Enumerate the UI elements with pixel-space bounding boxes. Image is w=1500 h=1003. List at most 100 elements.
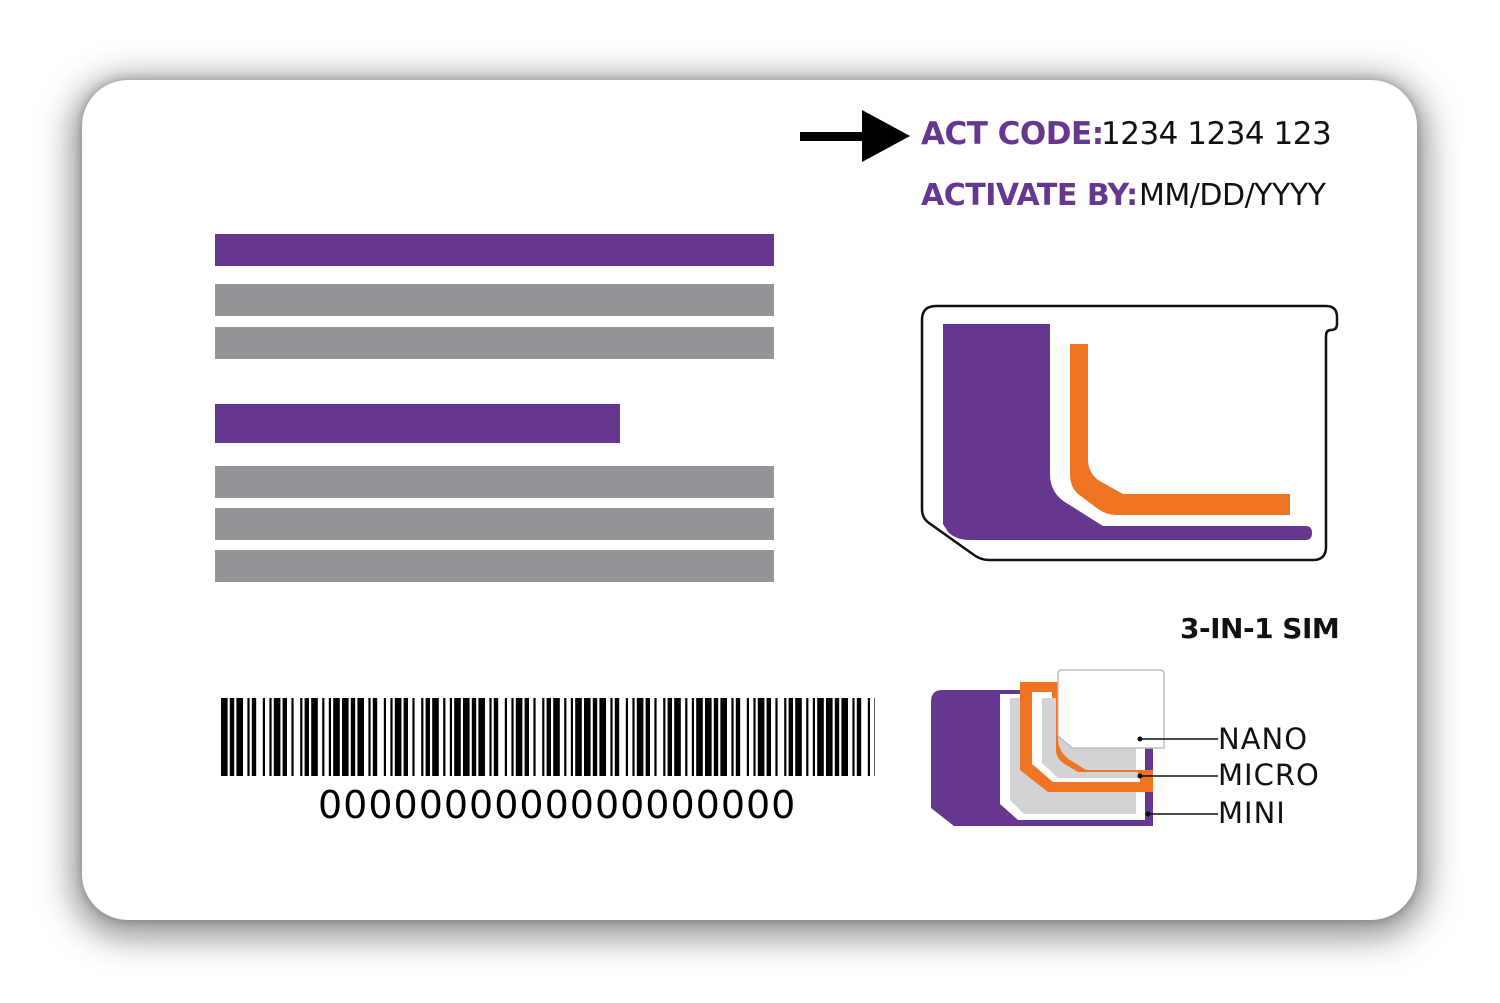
- barcode-stripe: [372, 698, 378, 776]
- sim-size-nano: NANO: [1218, 722, 1309, 756]
- barcode-stripe: [282, 698, 287, 776]
- barcode-stripe: [720, 698, 727, 776]
- barcode-stripe: [713, 698, 719, 776]
- barcode-stripe: [834, 698, 840, 776]
- barcode-stripe: [383, 698, 386, 776]
- barcode-stripe: [432, 698, 439, 776]
- activate-by-label: ACTIVATE BY:: [921, 178, 1138, 213]
- barcode-stripe: [493, 698, 499, 776]
- barcode-stripe: [852, 698, 855, 776]
- placeholder-bar-purple: [215, 234, 774, 266]
- activate-by-value: MM/DD/YYYY: [1139, 178, 1326, 213]
- barcode-stripe: [826, 698, 833, 776]
- barcode-stripe: [775, 698, 778, 776]
- barcode-stripe: [229, 698, 235, 776]
- barcode-stripe: [784, 698, 787, 776]
- act-code-label: ACT CODE:: [921, 116, 1104, 152]
- barcode-stripe: [674, 698, 681, 776]
- barcode-stripe: [515, 698, 523, 776]
- barcode-stripe: [454, 698, 461, 776]
- barcode-stripe: [273, 698, 281, 776]
- barcode-stripe: [663, 698, 666, 776]
- barcode-stripe: [841, 698, 848, 776]
- arrow-right-icon: [800, 110, 910, 162]
- placeholder-bar-purple: [215, 404, 620, 443]
- barcode-stripe: [251, 698, 257, 776]
- barcode-stripe: [368, 698, 371, 776]
- barcode-stripe: [478, 698, 485, 776]
- barcode-stripe: [247, 698, 250, 776]
- barcode-stripe: [412, 698, 415, 776]
- sim-size-micro: MICRO: [1218, 758, 1320, 792]
- barcode-stripe: [333, 698, 340, 776]
- barcode-stripe: [691, 698, 694, 776]
- placeholder-bar-gray: [215, 466, 774, 498]
- barcode-stripe: [735, 698, 741, 776]
- barcode-stripe: [705, 698, 712, 776]
- barcode-stripe: [403, 698, 408, 776]
- barcode-stripe: [471, 698, 477, 776]
- act-code-value: 1234 1234 123: [1101, 116, 1332, 152]
- barcode-stripe: [685, 698, 688, 776]
- barcode-stripe: [731, 698, 734, 776]
- sim-size-mini: MINI: [1218, 796, 1286, 830]
- barcode-stripe: [425, 698, 430, 776]
- barcode-stripe: [564, 698, 567, 776]
- barcode-stripe: [625, 698, 628, 776]
- placeholder-bar-gray: [215, 508, 774, 540]
- barcode-number: 0000000000000000000: [318, 783, 797, 827]
- barcode-stripe: [300, 698, 303, 776]
- barcode-stripe: [443, 698, 446, 776]
- barcode-stripe: [874, 698, 875, 776]
- barcode-stripe: [636, 698, 644, 776]
- barcode-stripe: [592, 698, 598, 776]
- barcode-stripe: [757, 698, 765, 776]
- barcode-stripe: [614, 698, 620, 776]
- barcode-stripe: [390, 698, 393, 776]
- barcode-stripe: [570, 698, 573, 776]
- barcode-stripe: [753, 698, 756, 776]
- barcode-stripe: [269, 698, 272, 776]
- barcode-stripe: [795, 698, 802, 776]
- placeholder-bar-gray: [215, 327, 774, 359]
- barcode-icon: [221, 698, 875, 776]
- placeholder-bar-gray: [215, 550, 774, 582]
- barcode-stripe: [524, 698, 529, 776]
- barcode-stripe: [533, 698, 536, 776]
- barcode-stripe: [342, 698, 349, 776]
- barcode-stripe: [311, 698, 318, 776]
- barcode-stripe: [291, 698, 294, 776]
- barcode-stripe: [262, 698, 265, 776]
- barcode-stripe: [322, 698, 325, 776]
- barcode-stripe: [546, 698, 551, 776]
- barcode-stripe: [421, 698, 424, 776]
- barcode-stripe: [766, 698, 771, 776]
- barcode-stripe: [304, 698, 309, 776]
- barcode-stripe: [394, 698, 402, 776]
- barcode-stripe: [542, 698, 545, 776]
- sim-3in1-title: 3-IN-1 SIM: [1180, 612, 1340, 645]
- barcode-stripe: [575, 698, 582, 776]
- barcode-stripe: [511, 698, 514, 776]
- placeholder-bar-gray: [215, 284, 774, 316]
- barcode-stripe: [584, 698, 591, 776]
- barcode-stripe: [654, 698, 657, 776]
- barcode-stripe: [632, 698, 635, 776]
- barcode-stripe: [489, 698, 492, 776]
- barcode-stripe: [236, 698, 243, 776]
- barcode-stripe: [328, 698, 331, 776]
- barcode-stripe: [221, 698, 228, 776]
- barcode-stripe: [463, 698, 470, 776]
- barcode-stripe: [867, 698, 870, 776]
- barcode-stripe: [856, 698, 862, 776]
- sim-3in1-icon: [931, 669, 1218, 826]
- barcode-stripe: [788, 698, 793, 776]
- barcode-stripe: [350, 698, 356, 776]
- barcode-stripe: [746, 698, 749, 776]
- barcode-stripe: [610, 698, 613, 776]
- barcode-stripe: [806, 698, 809, 776]
- barcode-stripe: [645, 698, 650, 776]
- sim-card-icon: [920, 304, 1339, 562]
- barcode-stripe: [817, 698, 824, 776]
- barcode-stripe: [504, 698, 507, 776]
